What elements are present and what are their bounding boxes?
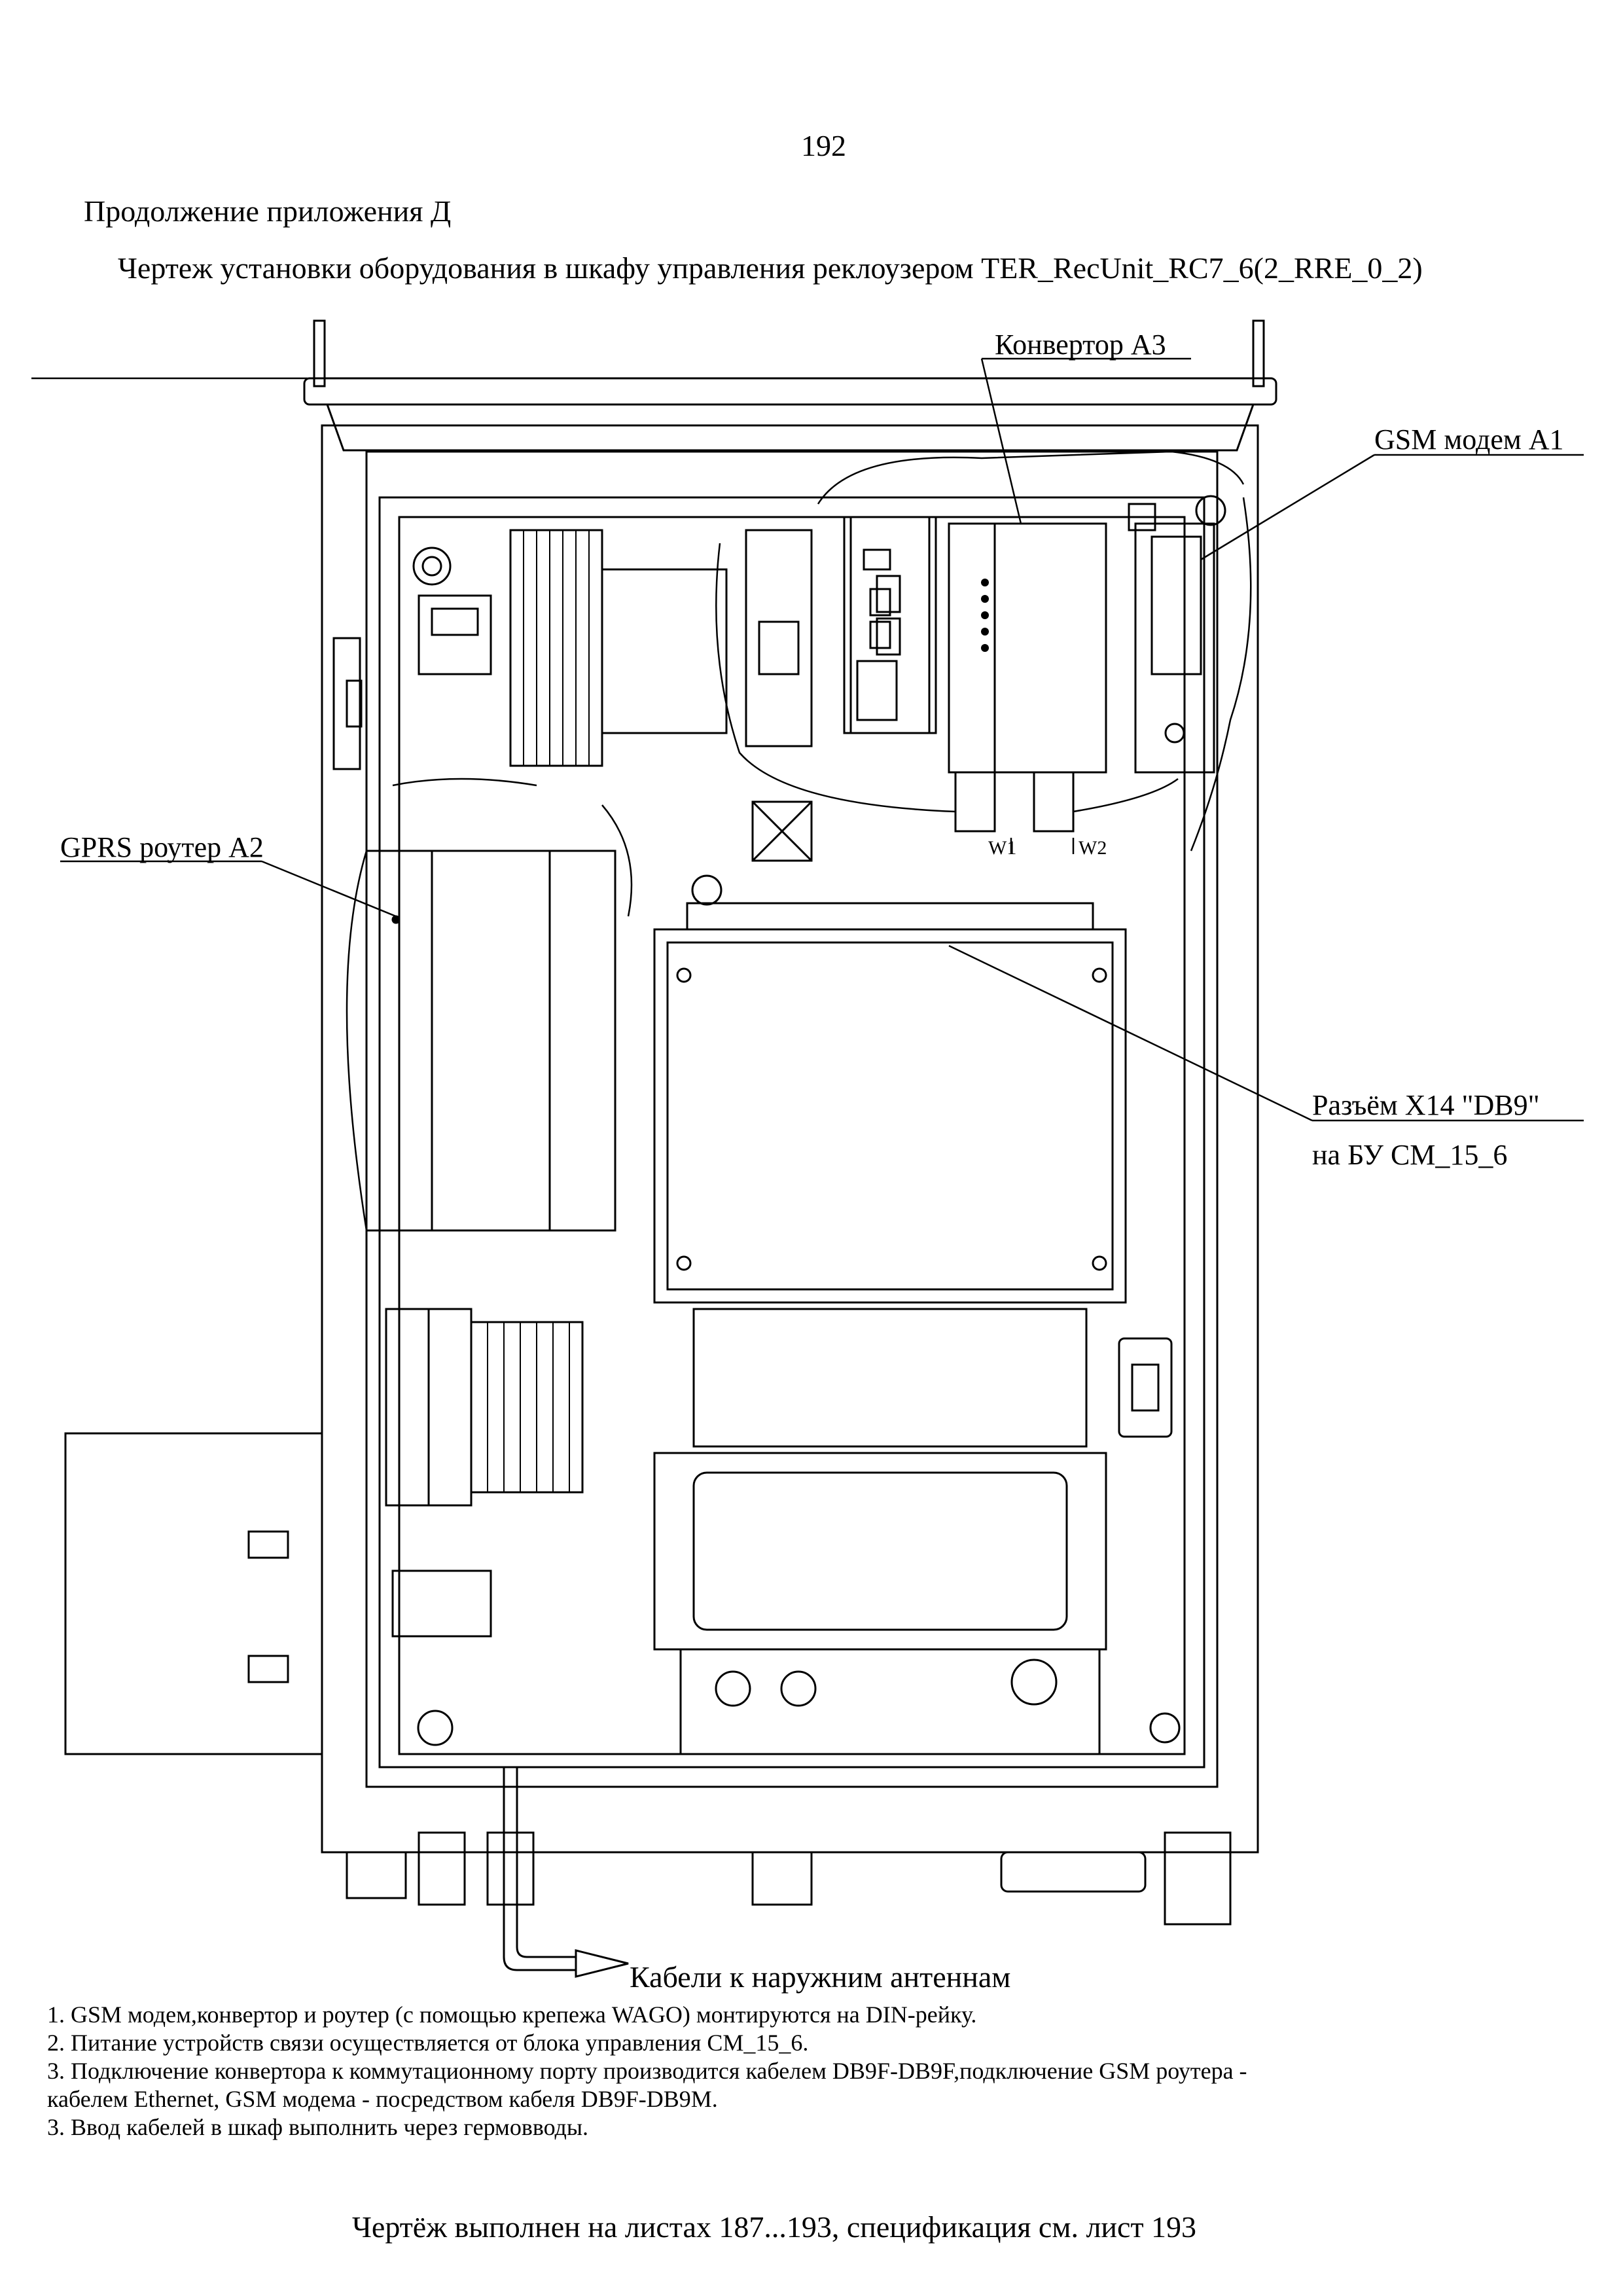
cable-glands [346,1831,1232,1926]
gprs-router-label: GPRS роутер А2 [60,831,264,863]
connector-label-line1: Разъём Х14 "DB9" [1312,1089,1540,1121]
connector-label-line2: на БУ СМ_15_6 [1312,1139,1508,1171]
appendix-heading: Продолжение приложения Д [84,194,452,228]
terminal-blocks-top [412,516,937,862]
lower-equipment [653,1308,1173,1755]
note-1: 1. GSM модем,конвертор и роутер (с помощ… [47,2001,977,2028]
antenna-cable [503,1767,629,1978]
note-4: 3. Ввод кабелей в шкаф выполнить через г… [47,2114,589,2140]
gsm-modem-label: GSM модем А1 [1374,425,1564,454]
cables-label: Кабели к наружним антеннам [630,1960,1011,1994]
converter-label: Конвертор А3 [995,329,1166,361]
cable-w2-label: W2 [1079,837,1107,859]
note-2: 2. Питание устройств связи осуществляетс… [47,2030,809,2056]
cabinet-body [321,424,1259,1854]
cable-w1-label: W1 [988,837,1017,859]
leader-lines [31,357,1584,1122]
page-number: 192 [801,129,846,162]
note-3-continued: кабелем Ethernet, GSM модема - посредств… [47,2086,718,2112]
cabinet-roof [303,319,1277,452]
module-block [849,516,931,734]
side-box [64,1432,323,1755]
note-3: 3. Подключение конвертора к коммутационн… [47,2058,1247,2084]
drawing-title: Чертеж установки оборудования в шкафу уп… [118,251,1423,285]
breakers-lower-left [385,1308,1181,1746]
gsm-modem-a1 [1128,495,1226,774]
wiring [346,450,1252,1231]
footer-note: Чертёж выполнен на листах 187...193, спе… [352,2210,1197,2244]
converter-a3 [948,522,1107,833]
control-unit-cm [653,874,1127,1304]
gprs-router-a2 [365,850,616,1232]
